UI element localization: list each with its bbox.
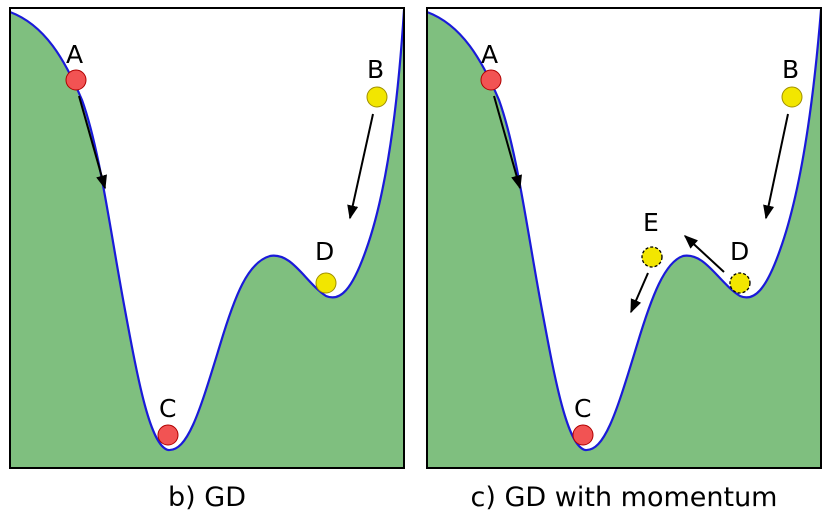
landscape-fill — [10, 10, 404, 468]
label-d: D — [730, 237, 749, 266]
label-e: E — [643, 208, 659, 237]
label-c: C — [574, 394, 591, 423]
arrow-a — [493, 95, 522, 190]
ball-c — [157, 424, 179, 446]
label-a: A — [66, 40, 83, 69]
panel-frame — [426, 7, 822, 469]
landscape-curve — [427, 9, 821, 452]
ball-a — [480, 69, 502, 91]
ball-a — [65, 69, 87, 91]
arrow-a — [78, 95, 107, 190]
ball-d — [729, 272, 751, 294]
panel-frame — [9, 7, 405, 469]
ball-d — [315, 272, 337, 294]
panel-gd-momentum: A B C D E c) GD with momentum — [426, 7, 822, 513]
arrow-e — [630, 272, 649, 314]
ball-c — [572, 424, 594, 446]
ball-e — [641, 246, 663, 268]
landscape-fill — [427, 10, 821, 468]
panel-gd: A B C D b) GD — [9, 7, 405, 513]
arrow-d — [683, 235, 725, 273]
label-c: C — [159, 394, 176, 423]
landscape-curve — [10, 9, 404, 452]
arrow-b — [763, 113, 789, 220]
label-d: D — [315, 237, 334, 266]
ball-b — [781, 86, 803, 108]
label-b: B — [782, 55, 799, 84]
caption-gd: b) GD — [168, 482, 246, 513]
arrow-b — [347, 113, 374, 220]
label-b: B — [367, 55, 384, 84]
ball-b — [366, 86, 388, 108]
label-a: A — [481, 40, 498, 69]
caption-gd-momentum: c) GD with momentum — [471, 482, 778, 513]
